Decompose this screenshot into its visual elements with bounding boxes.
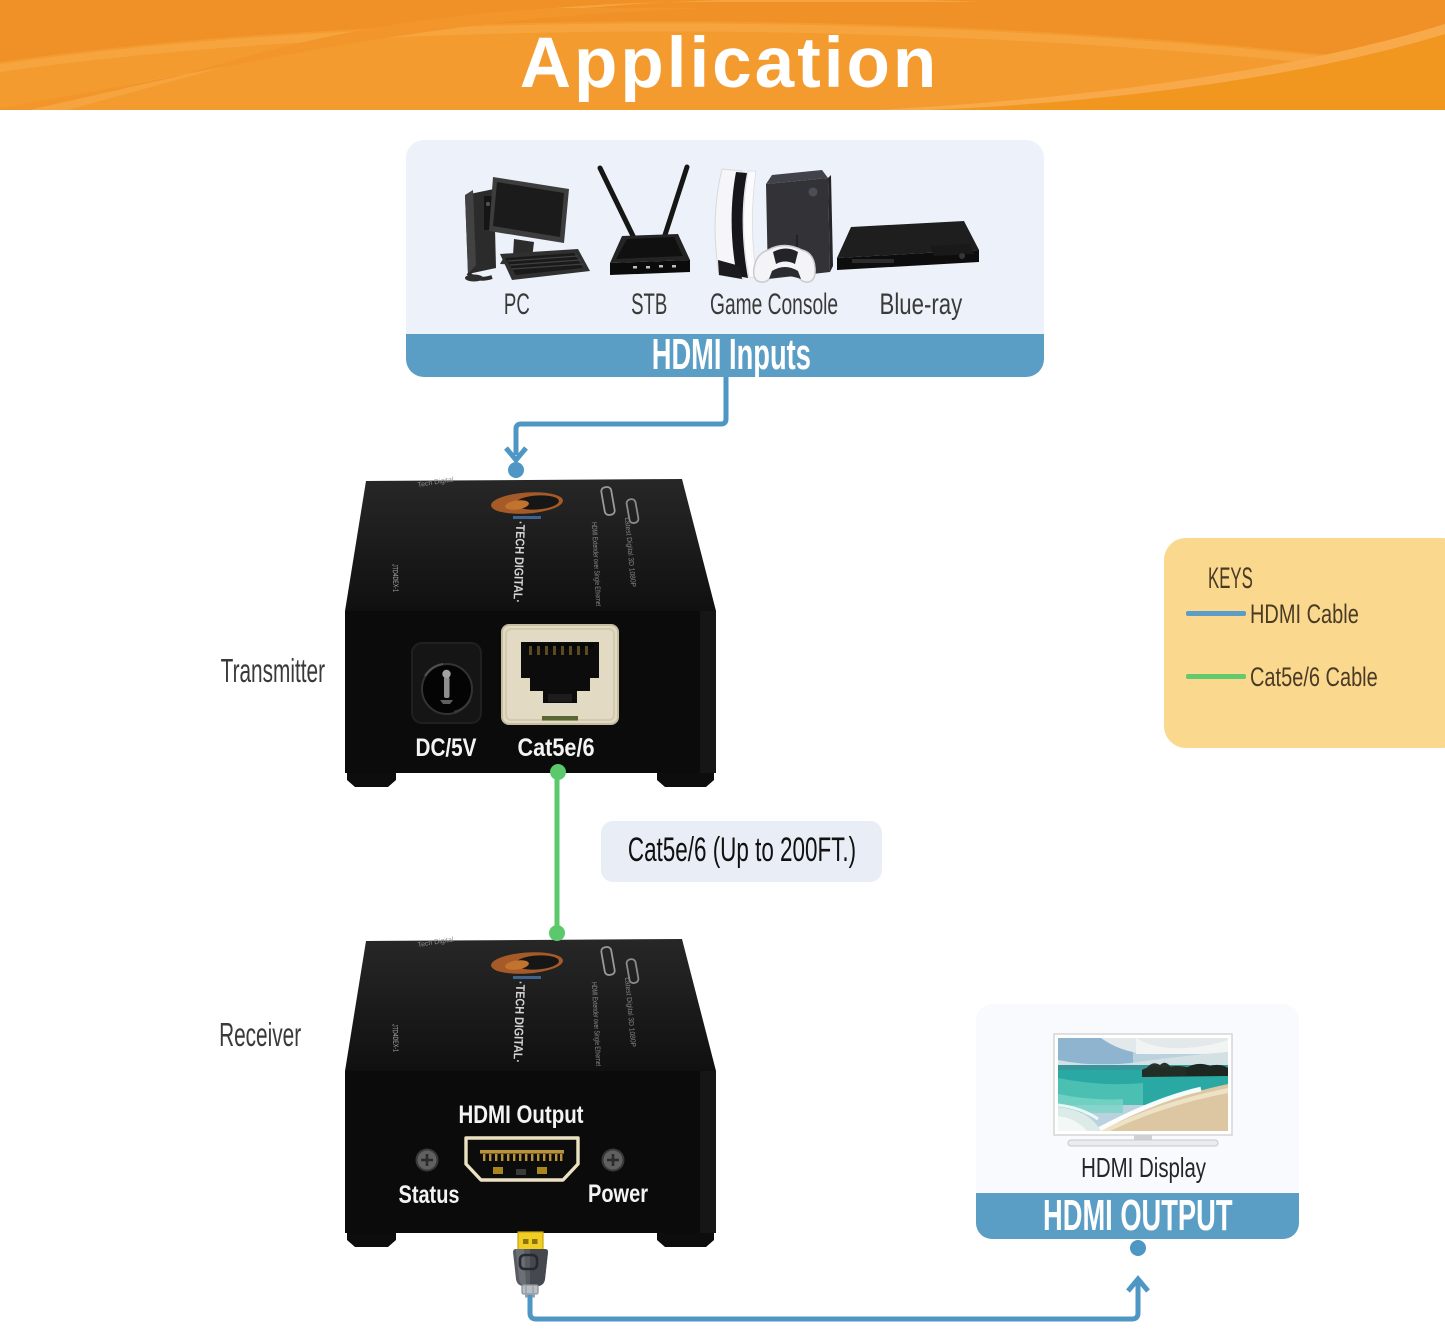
svg-text:DC/5V: DC/5V: [416, 734, 477, 762]
svg-text:HDMI Extender over Single Ethe: HDMI Extender over Single Ethernet: [590, 522, 603, 607]
svg-text:HDMI Output: HDMI Output: [459, 1101, 585, 1129]
svg-text:Status: Status: [399, 1181, 460, 1209]
svg-text:Cat5e/6: Cat5e/6: [518, 734, 595, 762]
svg-text:JTD4DEX-1: JTD4DEX-1: [391, 564, 401, 592]
svg-text:·TECH DIGITAL·: ·TECH DIGITAL·: [511, 521, 528, 603]
svg-text:Power: Power: [588, 1180, 648, 1208]
